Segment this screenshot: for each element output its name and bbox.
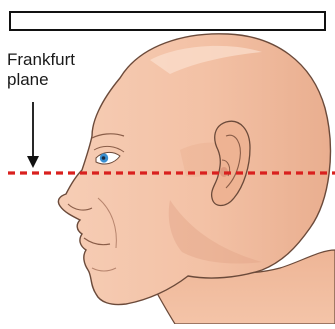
label-line-2: plane — [7, 70, 75, 90]
down-arrow-icon — [27, 102, 39, 168]
top-reference-bar — [10, 12, 325, 30]
label-line-1: Frankfurt — [7, 50, 75, 70]
frankfurt-plane-label: Frankfurt plane — [7, 50, 75, 90]
